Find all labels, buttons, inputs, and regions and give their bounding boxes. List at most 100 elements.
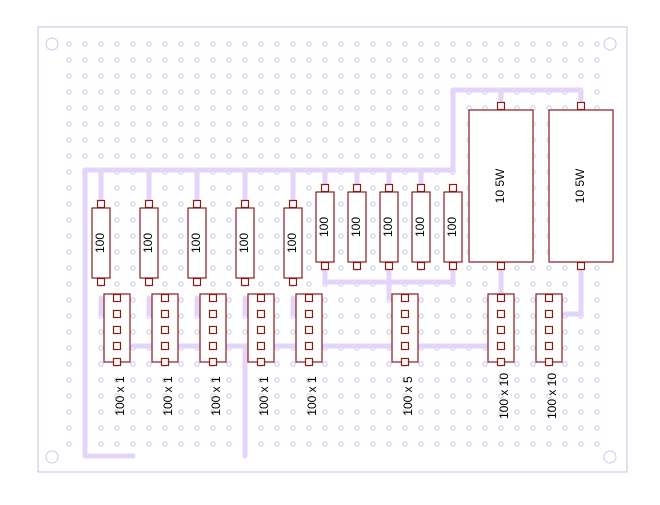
header-pin [496, 357, 506, 367]
board-hole [482, 73, 488, 79]
board-hole [546, 41, 552, 47]
board-hole [146, 393, 152, 399]
board-hole [114, 217, 120, 223]
board-hole [594, 313, 600, 319]
header-pin [112, 357, 122, 367]
board-hole [578, 393, 584, 399]
board-hole [562, 329, 568, 335]
board-hole [450, 73, 456, 79]
header-pin [304, 309, 314, 319]
board-hole [98, 377, 104, 383]
board-hole [306, 393, 312, 399]
board-hole [322, 313, 328, 319]
header-pin [160, 357, 170, 367]
board-hole [226, 185, 232, 191]
board-hole [306, 105, 312, 111]
board-hole [594, 41, 600, 47]
board-hole [354, 41, 360, 47]
board-hole [402, 73, 408, 79]
board-hole [578, 409, 584, 415]
board-hole [210, 265, 216, 271]
board-hole [114, 393, 120, 399]
board-hole [274, 201, 280, 207]
header-pin [208, 293, 218, 303]
board-hole [370, 265, 376, 271]
board-hole [402, 57, 408, 63]
board-hole [98, 105, 104, 111]
board-hole [546, 393, 552, 399]
board-hole [114, 153, 120, 159]
board-hole [242, 153, 248, 159]
board-hole [66, 297, 72, 303]
board-hole [258, 233, 264, 239]
board-hole [434, 361, 440, 367]
board-hole [402, 249, 408, 255]
board-hole [530, 361, 536, 367]
board-hole [338, 313, 344, 319]
header-pin [160, 293, 170, 303]
board-hole [594, 281, 600, 287]
board-hole [370, 201, 376, 207]
board-hole [338, 249, 344, 255]
board-hole [194, 425, 200, 431]
board-hole [226, 57, 232, 63]
board-hole [178, 249, 184, 255]
board-hole [562, 345, 568, 351]
board-hole [274, 329, 280, 335]
resistor-pad [288, 199, 298, 209]
board-hole [258, 265, 264, 271]
board-hole [146, 89, 152, 95]
board-hole [146, 73, 152, 79]
board-hole [66, 441, 72, 447]
board-hole [418, 425, 424, 431]
board-hole [306, 41, 312, 47]
resistor: 100 [235, 204, 255, 282]
board-hole [242, 329, 248, 335]
board-hole [354, 377, 360, 383]
board-hole [258, 185, 264, 191]
header-pin [400, 325, 410, 335]
header-pin [544, 309, 554, 319]
board-hole [402, 185, 408, 191]
board-hole [338, 137, 344, 143]
board-hole [274, 281, 280, 287]
board-hole [178, 265, 184, 271]
board-hole [258, 425, 264, 431]
board-hole [594, 265, 600, 271]
board-hole [418, 153, 424, 159]
board-hole [370, 297, 376, 303]
board-hole [162, 73, 168, 79]
board-hole [114, 201, 120, 207]
header-pin [112, 293, 122, 303]
board-hole [114, 249, 120, 255]
board-hole [482, 297, 488, 303]
board-hole [226, 105, 232, 111]
board-hole [562, 297, 568, 303]
board-hole [482, 41, 488, 47]
header-pin [544, 357, 554, 367]
board-hole [322, 73, 328, 79]
board-hole [258, 41, 264, 47]
board-hole [338, 89, 344, 95]
resistor-label: 100 [413, 217, 427, 237]
board-hole [258, 377, 264, 383]
board-hole [354, 441, 360, 447]
board-hole [514, 41, 520, 47]
board-hole [530, 313, 536, 319]
board-hole [274, 41, 280, 47]
board-hole [306, 185, 312, 191]
resistor-pad [352, 261, 362, 271]
board-hole [242, 73, 248, 79]
board-hole [178, 281, 184, 287]
board-hole [370, 313, 376, 319]
board-hole [306, 265, 312, 271]
board-hole [210, 121, 216, 127]
board-hole [418, 441, 424, 447]
board-hole [290, 425, 296, 431]
board-hole [386, 393, 392, 399]
board-hole [482, 329, 488, 335]
board-hole [354, 57, 360, 63]
board-hole [66, 73, 72, 79]
resistor: 100 [187, 204, 207, 282]
